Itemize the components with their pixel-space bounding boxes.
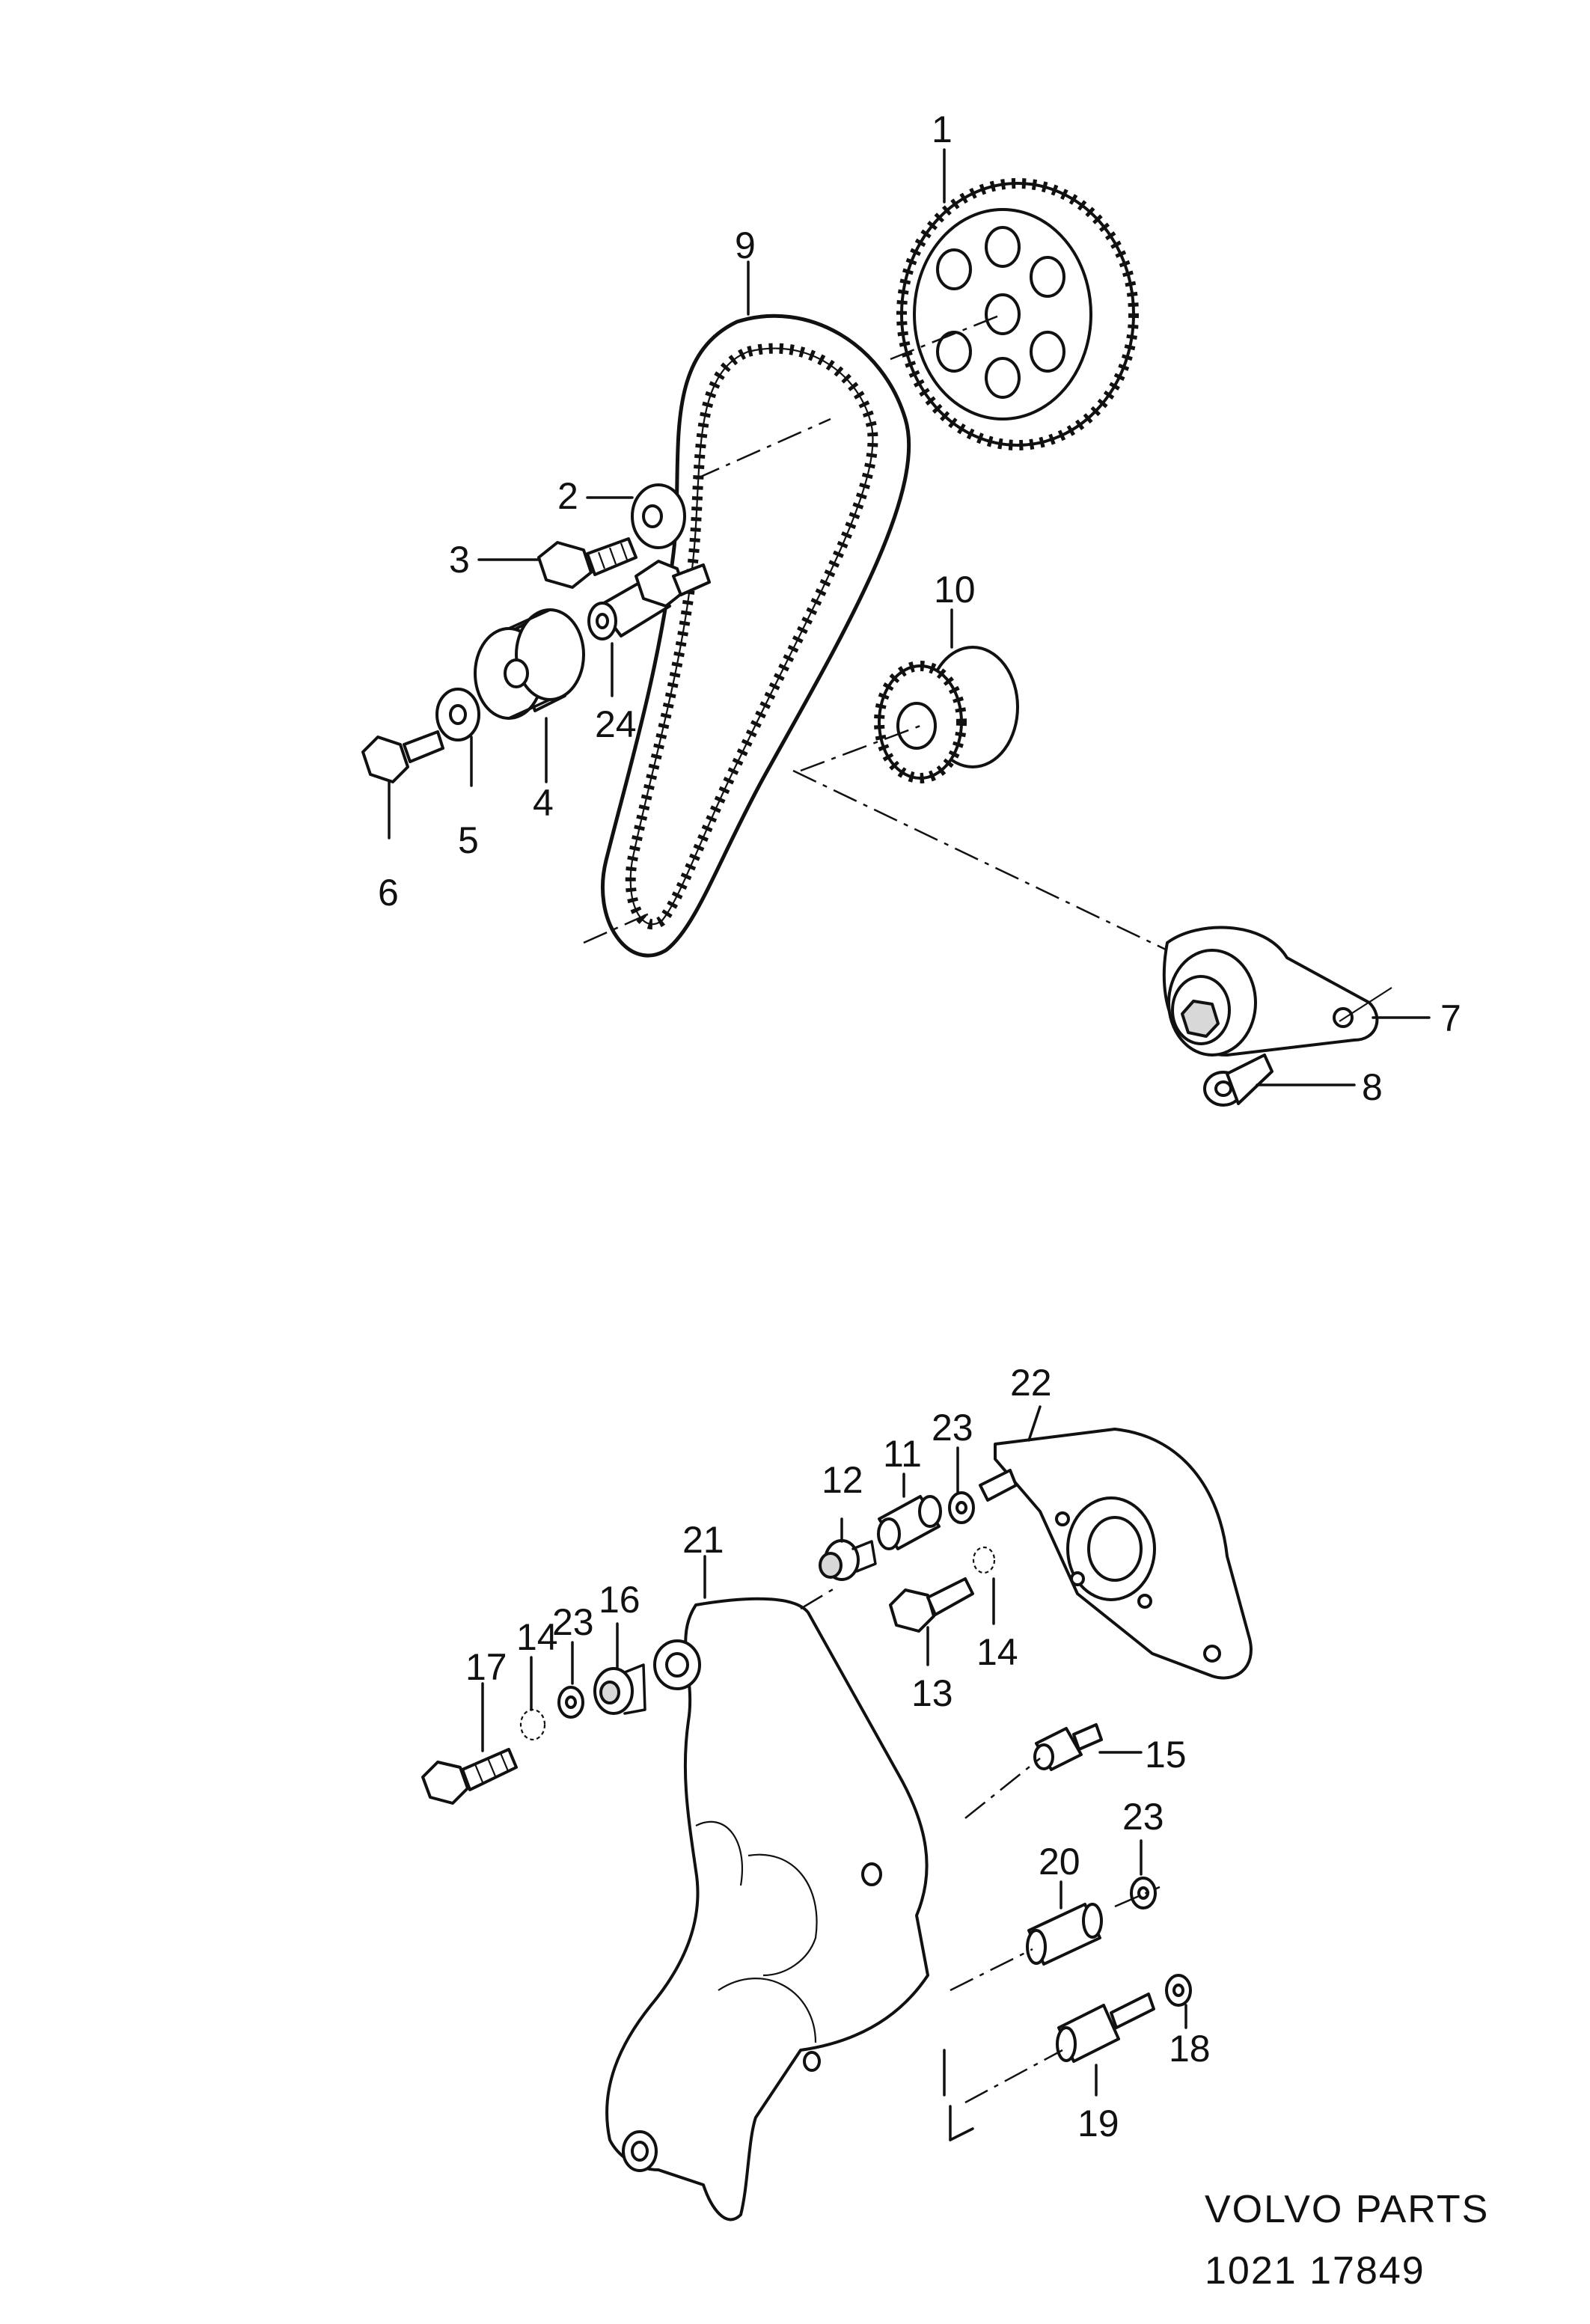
washer-5 bbox=[435, 688, 480, 741]
bolt-13 bbox=[889, 1577, 974, 1633]
callout-10: 10 bbox=[934, 569, 976, 611]
callout-24: 24 bbox=[595, 703, 637, 745]
spacer-19 bbox=[943, 1993, 1155, 2141]
callout-3: 3 bbox=[449, 539, 470, 581]
backing-plate-22 bbox=[994, 1428, 1253, 1680]
callout-11: 11 bbox=[883, 1433, 922, 1475]
callout-16: 16 bbox=[599, 1579, 640, 1621]
alignment-line-7 bbox=[792, 769, 1168, 952]
tensioner-bracket-7 bbox=[1162, 926, 1379, 1056]
washer-2 bbox=[631, 483, 686, 549]
callout-4: 4 bbox=[533, 782, 554, 824]
callout-6: 6 bbox=[378, 872, 399, 914]
catalog-code: 1021 17849 bbox=[1205, 2249, 1425, 2293]
bolt-6 bbox=[361, 730, 444, 783]
bolt-3 bbox=[537, 537, 637, 589]
brand-label: VOLVO PARTS bbox=[1205, 2188, 1489, 2231]
lock-washer-14-upper bbox=[972, 1546, 996, 1574]
callout-1: 1 bbox=[932, 108, 953, 150]
stud-24 bbox=[587, 560, 711, 640]
washer-23-lower bbox=[1114, 1877, 1161, 1909]
callout-2: 2 bbox=[557, 475, 578, 517]
timing-cover-21 bbox=[605, 1597, 929, 2221]
callout-23-middle: 23 bbox=[552, 1601, 594, 1643]
callout-13: 13 bbox=[911, 1672, 953, 1714]
camshaft-sprocket bbox=[890, 178, 1139, 450]
bolt-8 bbox=[1203, 1054, 1273, 1107]
callout-23-upper: 23 bbox=[932, 1407, 973, 1449]
stud-22 bbox=[979, 1469, 1018, 1502]
washer-18 bbox=[1165, 1974, 1192, 2007]
callout-12: 12 bbox=[822, 1459, 863, 1501]
callout-22: 22 bbox=[1010, 1362, 1052, 1404]
lock-washer-14-lower bbox=[519, 1708, 546, 1741]
timing-belt bbox=[583, 314, 911, 958]
callout-23-lower: 23 bbox=[1122, 1796, 1164, 1838]
callout-17: 17 bbox=[465, 1646, 507, 1688]
callout-15: 15 bbox=[1145, 1734, 1187, 1776]
spacer-11 bbox=[877, 1495, 942, 1550]
leader-22 bbox=[1027, 1405, 1042, 1442]
callout-8: 8 bbox=[1362, 1066, 1383, 1108]
callout-19: 19 bbox=[1077, 2103, 1119, 2144]
callout-20: 20 bbox=[1039, 1841, 1080, 1883]
callout-9: 9 bbox=[735, 224, 756, 266]
callout-14-lower: 14 bbox=[516, 1616, 558, 1658]
washer-23-upper bbox=[948, 1491, 975, 1524]
crankshaft-sprocket bbox=[800, 646, 1019, 783]
stud-15 bbox=[964, 1723, 1103, 1819]
callout-18: 18 bbox=[1169, 2028, 1211, 2070]
grommet-16 bbox=[593, 1663, 646, 1715]
washer-23-middle bbox=[557, 1686, 584, 1719]
idler-pulley-4 bbox=[474, 608, 585, 720]
callout-5: 5 bbox=[458, 819, 479, 861]
bolt-17 bbox=[421, 1748, 518, 1805]
callout-21: 21 bbox=[682, 1519, 724, 1561]
callout-14-upper: 14 bbox=[976, 1631, 1018, 1673]
grommet-12 bbox=[819, 1539, 877, 1581]
spacer-20 bbox=[950, 1903, 1103, 1992]
callout-7: 7 bbox=[1440, 997, 1461, 1039]
